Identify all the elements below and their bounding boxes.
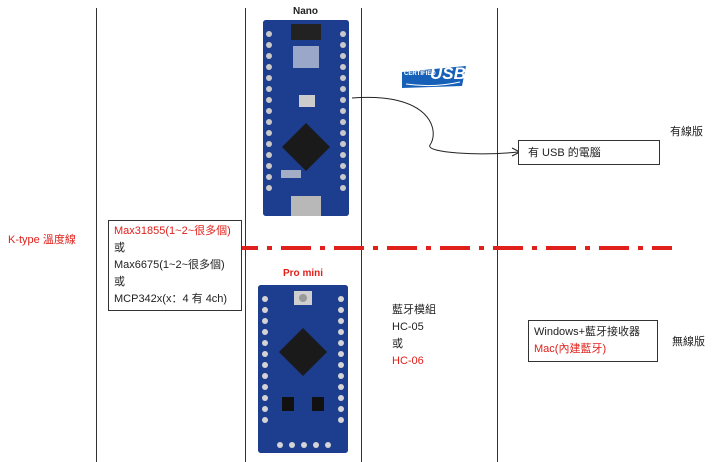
usb-logo-text: USB <box>430 64 466 83</box>
usb-computer-text: 有 USB 的電腦 <box>528 147 601 159</box>
pro-mini-title: Pro mini <box>283 268 324 279</box>
receiver-mac: Mac(內建藍牙) <box>534 343 607 355</box>
ktype-wire-label: K-type 溫度線 <box>8 234 76 246</box>
sensor-option-max6675: Max6675(1~2~很多個) <box>114 259 225 271</box>
wireless-version-label: 無線版 <box>672 336 705 348</box>
receiver-windows: Windows+藍牙接收器 <box>534 326 641 338</box>
usb-computer-box: 有 USB 的電腦 <box>518 140 660 165</box>
divider-line-3 <box>361 8 362 462</box>
bluetooth-hc05: HC-05 <box>392 321 424 333</box>
nano-title: Nano <box>293 6 318 17</box>
divider-line-1 <box>96 8 97 462</box>
arduino-nano-illustration <box>263 20 349 216</box>
sensor-or-2: 或 <box>114 276 125 288</box>
bluetooth-module-label: 藍牙模組 <box>392 304 436 316</box>
divider-line-4 <box>497 8 498 462</box>
arduino-pro-mini-board <box>258 285 348 453</box>
wired-version-label: 有線版 <box>670 126 703 138</box>
sensor-or-1: 或 <box>114 242 125 254</box>
bluetooth-receiver-box: Windows+藍牙接收器 Mac(內建藍牙) <box>528 320 658 362</box>
sensor-options-box: Max31855(1~2~很多個) 或 Max6675(1~2~很多個) 或 M… <box>108 220 242 311</box>
bluetooth-hc06: HC-06 <box>392 355 424 367</box>
usb-logo: CERTIFIED USB <box>400 62 468 90</box>
arduino-pro-mini-illustration <box>258 285 348 453</box>
sensor-option-max31855: Max31855(1~2~很多個) <box>114 225 231 237</box>
arduino-nano-board <box>263 20 349 216</box>
bluetooth-or: 或 <box>392 338 403 350</box>
divider-line-2 <box>245 8 246 462</box>
sensor-option-mcp342x: MCP342x(x：4 有 4ch) <box>114 293 228 305</box>
usb-logo-small-text: CERTIFIED <box>404 71 436 77</box>
